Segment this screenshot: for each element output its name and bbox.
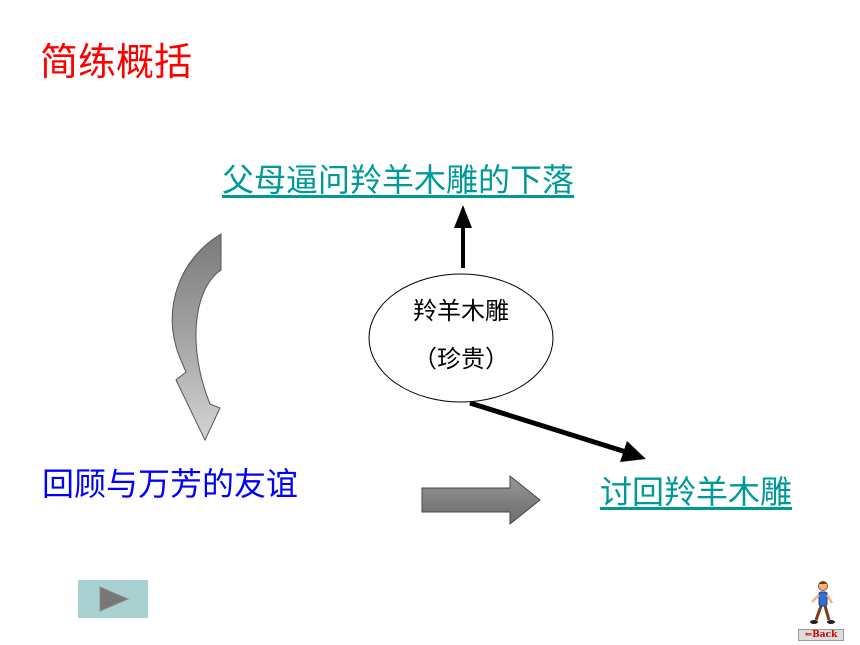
block-arrow-right bbox=[421, 474, 541, 526]
back-button[interactable]: ⇐Back bbox=[795, 578, 847, 644]
curved-arrow bbox=[171, 233, 222, 442]
back-arrow-icon: ⇐ bbox=[804, 630, 813, 640]
center-node-note: （珍贵） bbox=[413, 345, 509, 373]
play-icon bbox=[99, 586, 130, 612]
walking-figure-icon bbox=[810, 581, 835, 624]
link-parents-question[interactable]: 父母逼问羚羊木雕的下落 bbox=[222, 161, 575, 199]
center-node-label: 羚羊木雕 bbox=[413, 297, 509, 325]
friendship-review-text: 回顾与万芳的友谊 bbox=[42, 465, 299, 503]
center-ellipse bbox=[368, 273, 554, 403]
back-text: Back bbox=[812, 630, 838, 640]
link-retrieve-carving[interactable]: 讨回羚羊木雕 bbox=[600, 473, 793, 511]
arrow-up-to-top-link bbox=[454, 205, 472, 268]
center-node: 羚羊木雕 （珍贵） bbox=[368, 273, 554, 403]
next-play-button[interactable] bbox=[78, 580, 148, 618]
arrow-to-bottom-link bbox=[469, 400, 646, 462]
slide-title: 简练概括 bbox=[40, 40, 193, 84]
back-label[interactable]: ⇐Back bbox=[798, 629, 844, 641]
